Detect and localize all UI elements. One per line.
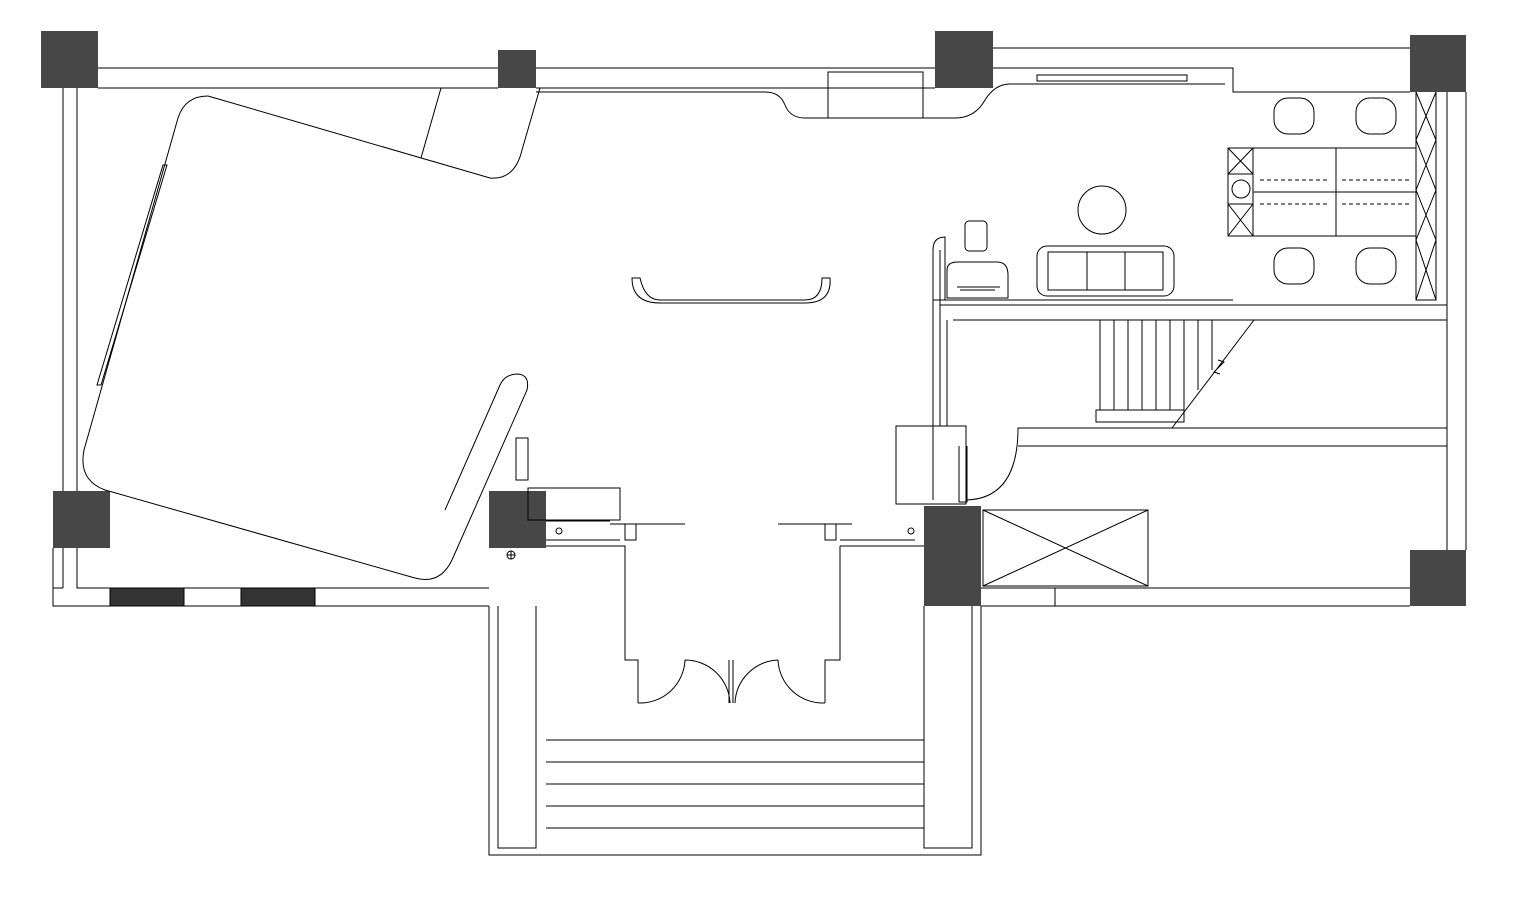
curved-display-wall (82, 87, 621, 580)
reception-counter (631, 277, 831, 304)
meeting-area (1227, 91, 1437, 301)
chair (964, 220, 988, 252)
round-table (1077, 185, 1127, 235)
outer-walls (52, 47, 1467, 607)
chair (1355, 97, 1397, 135)
column (1410, 550, 1466, 606)
column (1410, 35, 1466, 92)
radiator-vents (109, 587, 316, 607)
interior-walls (895, 250, 1448, 587)
lounge-furniture (932, 185, 1233, 301)
chair (1273, 97, 1315, 135)
entrance (546, 520, 924, 704)
sofa (1036, 245, 1175, 297)
structural-columns (41, 31, 1466, 606)
chair (1355, 247, 1397, 285)
staircase (1095, 319, 1255, 429)
column (53, 491, 110, 548)
column (498, 50, 536, 88)
column (41, 31, 98, 88)
chair (1273, 247, 1315, 285)
column (935, 31, 993, 88)
front-steps (488, 606, 982, 856)
column (924, 506, 981, 606)
